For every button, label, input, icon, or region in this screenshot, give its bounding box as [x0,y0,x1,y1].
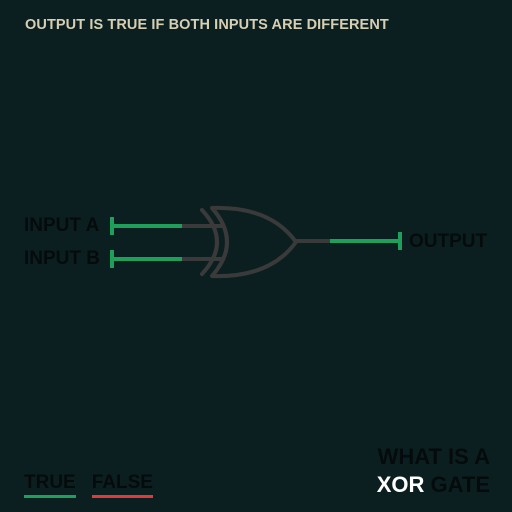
input-b-label: INPUT B [24,248,100,269]
xor-gate-icon [210,205,298,279]
title-block: WHAT IS A XOR GATE [377,443,490,499]
legend-true: TRUE [24,472,76,498]
title-line-2: XOR GATE [377,471,490,499]
title-rest: GATE [430,472,490,497]
input-a-label: INPUT A [24,215,100,236]
legend-false: FALSE [91,472,153,498]
output-label: OUTPUT [409,231,488,252]
title-highlight: XOR [376,472,425,497]
legend: TRUE FALSE [24,472,153,498]
title-line-1: WHAT IS A [377,444,490,469]
xor-gate-back-curve [200,208,219,276]
caption-text: OUTPUT IS TRUE IF BOTH INPUTS ARE DIFFER… [25,17,389,33]
